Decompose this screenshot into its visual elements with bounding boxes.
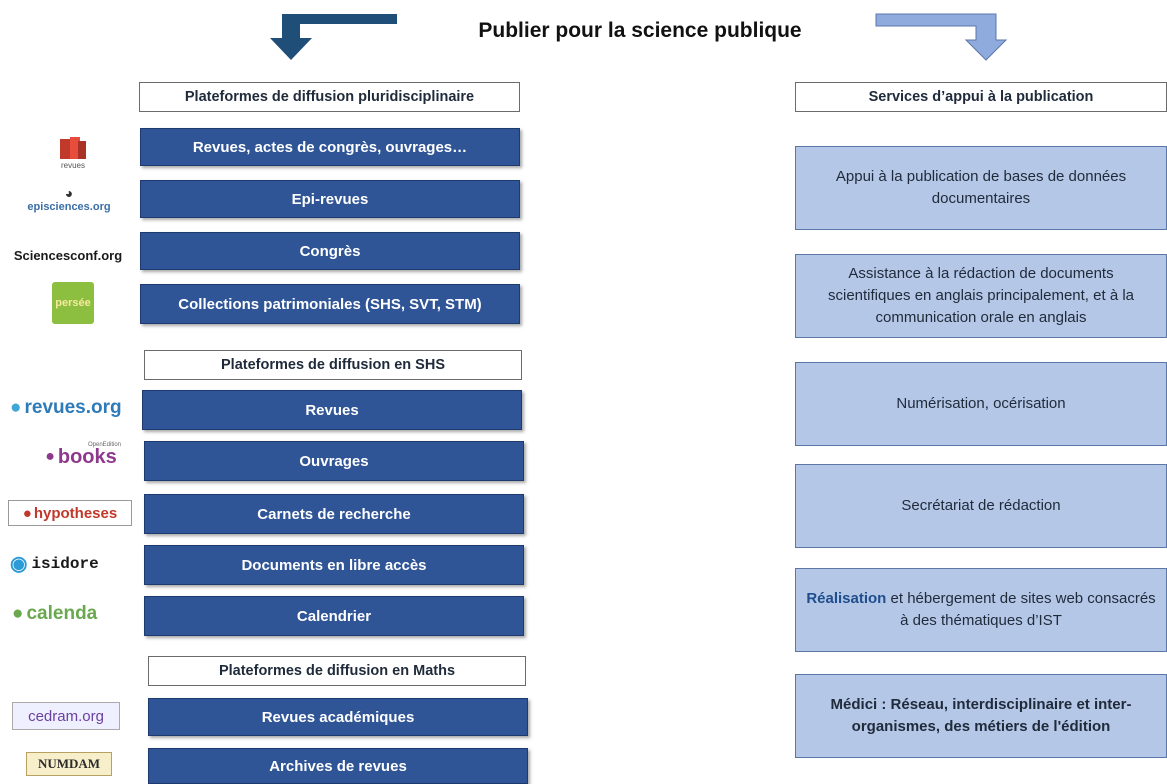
box-epi-revues: Epi-revues xyxy=(140,180,520,218)
revues-logo-icon xyxy=(60,136,86,159)
isidore-logo-icon: ◉ xyxy=(10,554,28,577)
diagram-title: Publier pour la science publique xyxy=(478,19,802,42)
box-revues-actes-ouvrages: Revues, actes de congrès, ouvrages… xyxy=(140,128,520,166)
books-logo-text: books xyxy=(57,445,117,468)
openedition-logo-text: OpenEdition xyxy=(88,442,122,448)
episciences-logo: ◕ episciences.org xyxy=(4,182,134,216)
revues-org-logo-text: revues.org xyxy=(24,397,122,418)
calenda-logo-text: calenda xyxy=(26,603,98,624)
box-revues: Revues xyxy=(142,390,522,430)
box-secretariat-redaction: Secrétariat de rédaction xyxy=(795,464,1167,548)
section-header-pluridisciplinaire: Plateformes de diffusion pluridisciplina… xyxy=(139,82,520,112)
section-header-services-appui: Services d’appui à la publication xyxy=(795,82,1167,112)
numdam-logo: NUMDAM xyxy=(26,752,112,776)
box-congres: Congrès xyxy=(140,232,520,270)
hypotheses-logo: ● hypotheses xyxy=(8,500,132,526)
sciencesconf-logo: Sciencesconf.org xyxy=(13,247,123,263)
box-realisation-sites-web: Réalisation et hébergement de sites web … xyxy=(795,568,1167,652)
isidore-logo: ◉ isidore xyxy=(10,550,130,578)
persee-logo: persée xyxy=(52,282,94,324)
box-carnets-de-recherche: Carnets de recherche xyxy=(144,494,524,534)
box-ouvrages: Ouvrages xyxy=(144,441,524,481)
revues-logo: revues xyxy=(48,132,98,172)
revues-logo-text: revues xyxy=(60,160,85,170)
box-revues-academiques: Revues académiques xyxy=(148,698,528,736)
hypotheses-logo-text: hypotheses xyxy=(33,504,118,522)
section-header-maths: Plateformes de diffusion en Maths xyxy=(148,656,526,686)
box-numerisation: Numérisation, océrisation xyxy=(795,362,1167,446)
revues-org-logo: ● revues.org xyxy=(10,394,140,422)
isidore-logo-text: isidore xyxy=(31,555,99,573)
box-medici: Médici : Réseau, interdisciplinaire et i… xyxy=(795,674,1167,758)
episciences-logo-icon: ◕ xyxy=(64,185,74,201)
box-collections-patrimoniales: Collections patrimoniales (SHS, SVT, STM… xyxy=(140,284,520,324)
openedition-books-logo: ● books OpenEdition xyxy=(26,442,136,472)
left-down-arrow-icon xyxy=(270,14,397,60)
box-appui-bases-donnees: Appui à la publication de bases de donné… xyxy=(795,146,1167,230)
realisation-text: Réalisation et hébergement de sites web … xyxy=(806,588,1156,632)
hypotheses-logo-icon: ● xyxy=(22,504,32,522)
books-logo-icon: ● xyxy=(45,448,55,465)
revues-org-icon: ● xyxy=(10,397,22,418)
box-documents-libre-acces: Documents en libre accès xyxy=(144,545,524,585)
calenda-logo-icon: ● xyxy=(12,603,24,624)
calenda-logo: ● calenda xyxy=(12,600,132,628)
section-header-shs: Plateformes de diffusion en SHS xyxy=(144,350,522,380)
realisation-strong: Réalisation xyxy=(806,590,887,608)
box-archives-de-revues: Archives de revues xyxy=(148,748,528,784)
episciences-logo-text: episciences.org xyxy=(27,201,111,213)
realisation-rest: et hébergement de sites web consacrés à … xyxy=(886,590,1156,629)
box-calendrier: Calendrier xyxy=(144,596,524,636)
box-assistance-redaction: Assistance à la rédaction de documents s… xyxy=(795,254,1167,338)
cedram-logo: cedram.org xyxy=(12,702,120,730)
right-down-arrow-icon xyxy=(875,13,1008,61)
